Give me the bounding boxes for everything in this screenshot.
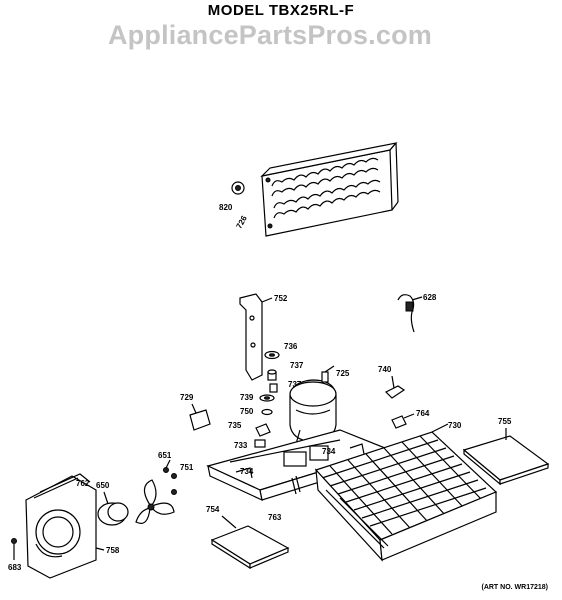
label-737-bottom: 737	[288, 380, 302, 389]
label-683: 683	[8, 563, 22, 572]
relay-729[interactable]	[189, 403, 211, 431]
label-650: 650	[96, 481, 110, 490]
label-763: 763	[268, 513, 282, 522]
grommet-736[interactable]	[264, 350, 280, 360]
label-764: 764	[416, 409, 430, 418]
label-755: 755	[498, 417, 512, 426]
grommet-739[interactable]	[259, 394, 275, 402]
coil-assembly-726[interactable]	[260, 142, 399, 237]
screw-683[interactable]	[11, 538, 17, 561]
bracket-752[interactable]	[239, 293, 273, 381]
part-733[interactable]	[254, 439, 266, 448]
label-651: 651	[158, 451, 172, 460]
sleeve-737-bottom[interactable]	[269, 383, 278, 393]
label-820: 820	[219, 203, 233, 212]
label-726: 726	[234, 214, 249, 231]
washer-750[interactable]	[261, 408, 273, 416]
fan-blade[interactable]	[135, 479, 175, 524]
label-740: 740	[378, 365, 392, 374]
label-752: 752	[274, 294, 288, 303]
part-820[interactable]	[231, 181, 245, 195]
label-751: 751	[180, 463, 194, 472]
label-628: 628	[423, 293, 437, 302]
label-734-right: 734	[322, 447, 336, 456]
label-733: 733	[234, 441, 248, 450]
watermark: AppliancePartsPros.com	[107, 20, 432, 50]
clip-740[interactable]	[384, 375, 406, 399]
label-754: 754	[206, 505, 220, 514]
screws-651[interactable]	[163, 459, 177, 495]
fan-motor-650[interactable]	[97, 491, 129, 526]
compressor-725[interactable]	[289, 365, 337, 449]
panel-754[interactable]	[210, 515, 290, 570]
label-758: 758	[106, 546, 120, 555]
label-730: 730	[448, 421, 462, 430]
model-title: MODEL TBX25RL-F	[207, 2, 355, 19]
art-number: (ART NO. WR17218)	[481, 584, 548, 591]
connector-764[interactable]	[391, 413, 415, 429]
label-735: 735	[228, 421, 242, 430]
fan-shroud-758[interactable]	[25, 473, 105, 579]
label-750: 750	[240, 407, 254, 416]
label-737-top: 737	[290, 361, 304, 370]
label-739: 739	[240, 393, 254, 402]
panel-755[interactable]	[462, 428, 550, 486]
label-729: 729	[180, 393, 194, 402]
part-735[interactable]	[255, 423, 271, 437]
sleeve-737-top[interactable]	[267, 369, 277, 381]
harness-628[interactable]	[397, 294, 423, 333]
label-734-left: 734	[240, 467, 254, 476]
condenser-730[interactable]	[314, 423, 498, 562]
label-725: 725	[336, 369, 350, 378]
label-736-top: 736	[284, 342, 298, 351]
label-762: 762	[76, 479, 90, 488]
tube-763[interactable]	[291, 475, 301, 495]
